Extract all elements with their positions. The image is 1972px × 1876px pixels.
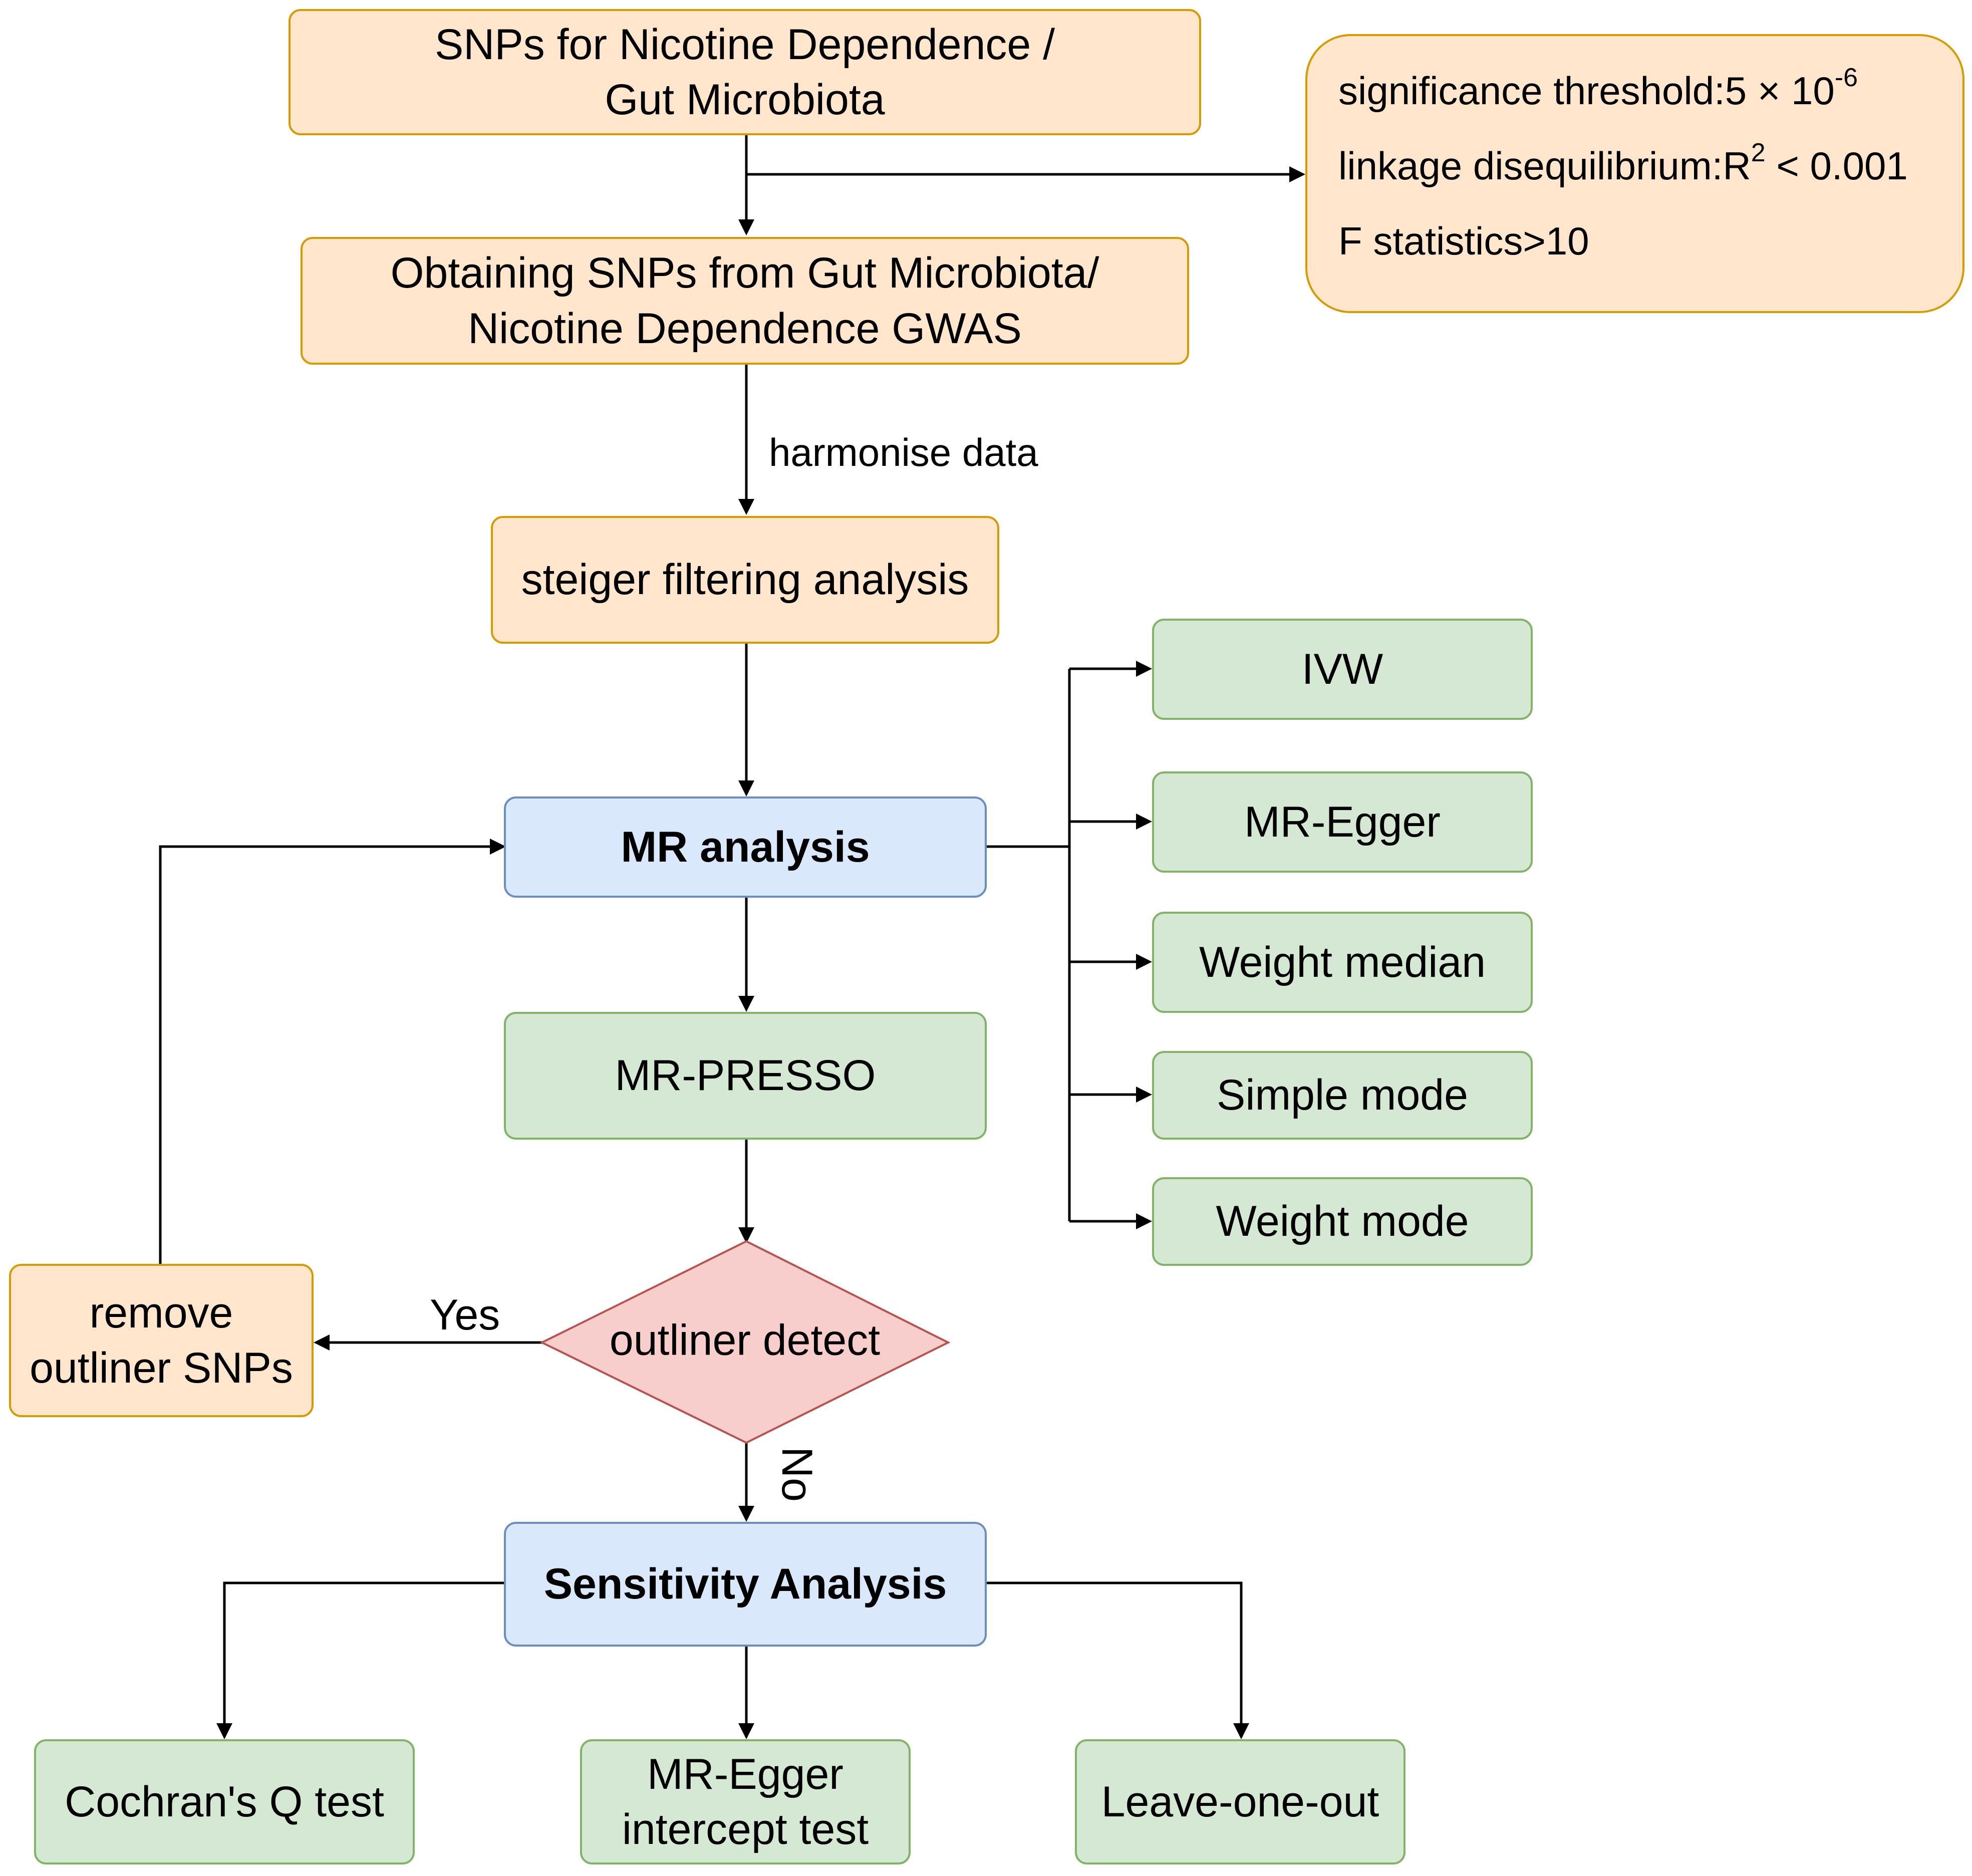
mr-egger-intercept-box: MR-Egger intercept test — [580, 1739, 911, 1864]
significance-threshold-line: significance threshold:5 × 10-6 — [1338, 65, 1962, 146]
outliner-detect-diamond — [539, 1240, 951, 1444]
obtain-snps-box: Obtaining SNPs from Gut Microbiota/ Nico… — [301, 237, 1189, 365]
arrowhead — [738, 1506, 754, 1522]
arrow-remove-to-mr — [159, 845, 504, 1264]
arrowhead — [216, 1723, 232, 1739]
arrowhead — [738, 219, 754, 235]
arrowhead — [738, 780, 754, 796]
method-weight-mode-box: Weight mode — [1152, 1177, 1533, 1266]
arrowhead — [1136, 661, 1152, 677]
leave-one-out-box: Leave-one-out — [1075, 1739, 1405, 1864]
arrowhead — [490, 839, 506, 855]
f-statistics-line: F statistics>10 — [1338, 219, 1589, 263]
significance-threshold-exponent: -6 — [1834, 63, 1858, 92]
linkage-disequilibrium-line: linkage disequilibrium:R2 < 0.001 — [1338, 140, 1962, 221]
arrowhead — [738, 1723, 754, 1739]
yes-label: Yes — [430, 1291, 500, 1339]
harmonise-data-label: harmonise data — [769, 430, 1038, 474]
arrowhead — [1289, 166, 1305, 182]
method-weight-median-box: Weight median — [1152, 912, 1533, 1013]
significance-threshold-text: significance threshold:5 × 10 — [1338, 69, 1835, 113]
arrowhead — [1136, 814, 1152, 830]
mr-presso-box: MR-PRESSO — [504, 1012, 987, 1140]
outliner-detect-label: outliner detect — [609, 1316, 881, 1365]
no-label: No — [773, 1447, 821, 1502]
arrowhead — [1136, 1213, 1152, 1229]
arrowhead — [738, 499, 754, 515]
steiger-filtering-box: steiger filtering analysis — [491, 516, 999, 644]
cochran-q-test-box: Cochran's Q test — [34, 1739, 415, 1864]
snps-source-box: SNPs for Nicotine Dependence / Gut Micro… — [289, 9, 1201, 135]
arrow-sensitivity-to-cochran — [223, 1581, 504, 1737]
mr-analysis-box: MR analysis — [504, 796, 987, 898]
method-ivw-box: IVW — [1152, 619, 1533, 720]
arrowhead — [314, 1334, 330, 1351]
linkage-disequilibrium-exponent: 2 — [1751, 138, 1766, 167]
arrowhead — [738, 1227, 754, 1243]
arrow-sensitivity-to-leave-one-out — [987, 1581, 1243, 1737]
remove-outliner-box: remove outliner SNPs — [9, 1264, 314, 1417]
selection-criteria-box: significance threshold:5 × 10-6 linkage … — [1305, 34, 1964, 313]
arrowhead — [1233, 1723, 1249, 1739]
arrowhead — [1136, 1087, 1152, 1103]
method-simple-mode-box: Simple mode — [1152, 1051, 1533, 1140]
linkage-disequilibrium-text: linkage disequilibrium:R — [1338, 144, 1751, 188]
arrowhead — [1136, 954, 1152, 970]
arrowhead — [738, 996, 754, 1012]
linkage-disequilibrium-value: < 0.001 — [1765, 144, 1908, 188]
method-mr-egger-box: MR-Egger — [1152, 771, 1533, 873]
sensitivity-analysis-box: Sensitivity Analysis — [504, 1522, 987, 1647]
